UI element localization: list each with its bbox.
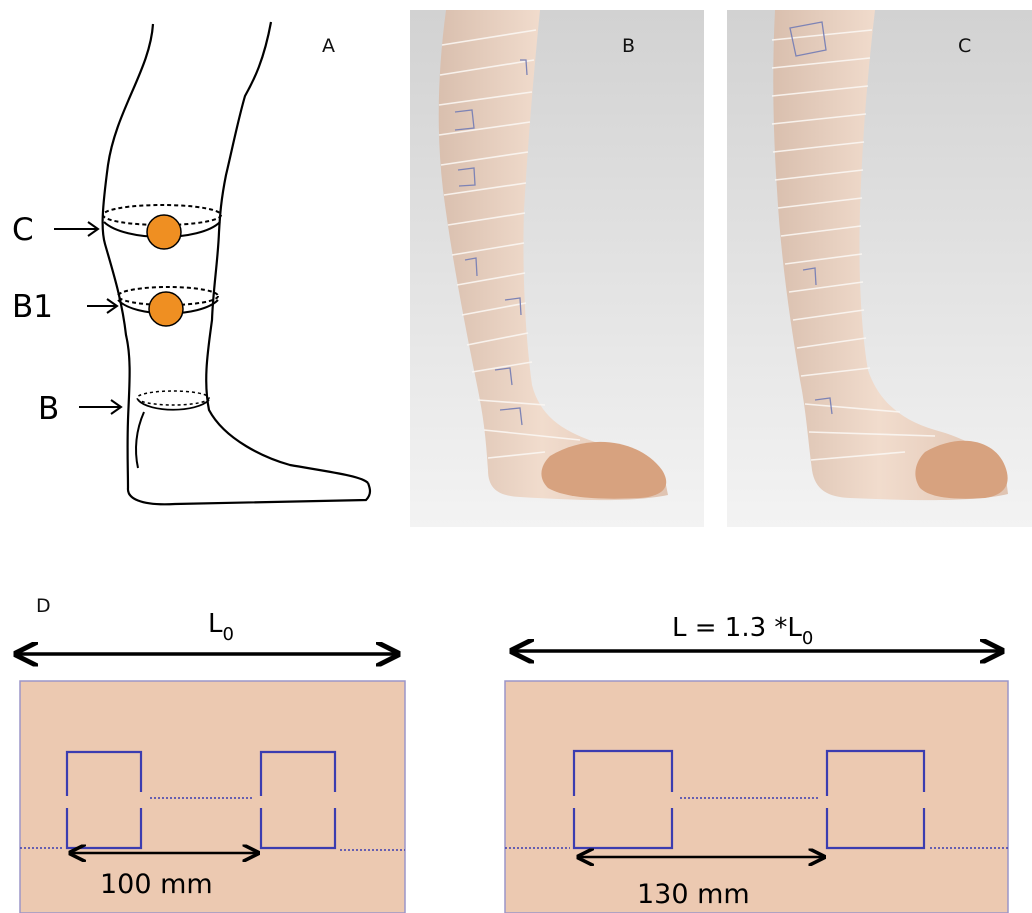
sensor-c	[147, 215, 181, 249]
leg-outline-back	[103, 24, 370, 504]
distance-label-130mm: 130 mm	[637, 879, 750, 910]
leg-outline-front	[206, 22, 368, 483]
level-b-circumference-back	[137, 391, 209, 405]
length-label-l0: L0	[208, 609, 234, 645]
level-label-b: B	[38, 391, 59, 427]
panel-b-letter: B	[622, 35, 635, 57]
level-label-b1: B1	[12, 289, 53, 325]
length-label-l-stretched: L = 1.3 *L0	[672, 613, 813, 649]
level-label-c: C	[12, 212, 34, 248]
panel-a-leg-diagram: A C B1 B	[12, 22, 370, 504]
distance-label-100mm: 100 mm	[100, 869, 213, 900]
panel-c-letter: C	[958, 35, 971, 57]
bandage-strip-stretched	[505, 681, 1008, 913]
panel-c-photo: C	[727, 10, 1032, 527]
sensor-b1	[149, 292, 183, 326]
foot-heel-line	[136, 412, 144, 468]
panel-a-letter: A	[322, 35, 335, 57]
panel-d-letter: D	[36, 595, 51, 617]
panel-d-schematic: D L0 100 mm L = 1.3 *L0	[16, 595, 1008, 913]
panel-b-photo: B	[410, 10, 704, 527]
